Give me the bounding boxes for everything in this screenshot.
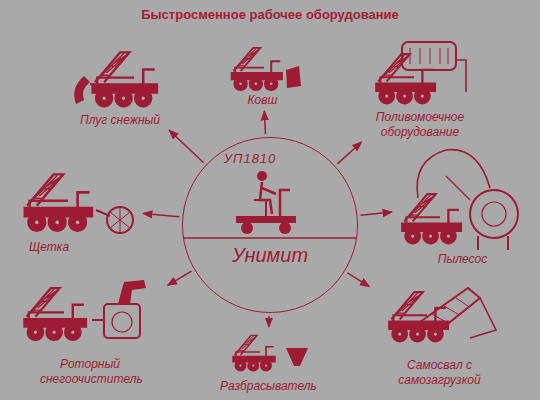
attachment-item: Роторный снегоочиститель: [15, 275, 165, 387]
drawing-part: [470, 190, 518, 238]
drawing-part: [104, 304, 140, 338]
attachment-label: Роторный снегоочиститель: [40, 357, 140, 387]
attachment-label: Пылесос: [438, 252, 488, 267]
drawing-part: [402, 194, 461, 243]
drawing-part: [286, 66, 301, 88]
drawing-part: [254, 200, 266, 216]
arrow-connector: [360, 212, 392, 215]
drawing-part: [470, 298, 496, 338]
arrow-connector: [169, 130, 204, 163]
attachment-label: Разбрасыватель: [220, 379, 317, 394]
attachment-item: Щетка: [15, 160, 140, 255]
brand-name: Унимит: [183, 243, 357, 267]
drawing-part: [25, 174, 92, 230]
drawing-part: [233, 336, 275, 371]
drawing-part: [183, 237, 357, 239]
attachment-item: Плуг снежный: [60, 40, 180, 128]
attachment-label: Поливомоечное оборудование: [364, 110, 476, 140]
attachment-item: Поливомоечное оборудование: [355, 38, 485, 140]
drawing-part: [279, 222, 291, 234]
drawing-part: [417, 150, 490, 198]
drawing-part: [286, 348, 308, 366]
drawing-part: [24, 288, 86, 340]
attachment-label: Плуг снежный: [80, 113, 160, 128]
drawing-part: [236, 216, 296, 223]
attachment-item: Разбрасыватель: [218, 330, 319, 394]
diagram-title: Быстросменное рабочее оборудование: [0, 7, 540, 22]
drawing-part: [402, 42, 456, 70]
arrow-connector: [337, 142, 361, 164]
drawing-part: [456, 60, 466, 92]
attachment-label: Самосвал с самозагрузкой: [384, 358, 496, 388]
drawing-part: [410, 48, 448, 64]
drawing-part: [420, 288, 480, 330]
arrow-connector: [143, 213, 179, 216]
drawing-part: [389, 292, 448, 341]
attachment-label: Ковш: [248, 93, 278, 108]
model-code: УП1810: [163, 151, 337, 167]
drawing-part: [446, 176, 470, 200]
attachment-item: Ковш: [220, 40, 305, 108]
drawing-part: [74, 76, 90, 104]
drawing-part: [257, 171, 267, 181]
arrow-connector: [168, 271, 192, 285]
drawing-part: [118, 280, 146, 304]
attachment-item: Пылесос: [395, 142, 530, 267]
drawing-part: [92, 319, 104, 321]
drawing-part: [478, 236, 508, 250]
drawing-part: [482, 202, 506, 226]
drawing-part: [107, 207, 133, 233]
attachment-item: Самосвал с самозагрузкой: [372, 272, 507, 388]
drawing-part: [241, 222, 253, 234]
attachment-drawings: [24, 42, 518, 371]
arrow-connector: [264, 111, 265, 134]
drawing-part: [232, 48, 282, 90]
drawing-part: [93, 52, 157, 106]
drawing-part: [376, 54, 435, 103]
attachment-label: Щетка: [29, 240, 69, 255]
arrow-connector: [347, 273, 369, 287]
drawing-part: [90, 84, 96, 86]
drawing-part: [110, 207, 130, 233]
hub-circle: УП1810Унимит: [182, 137, 358, 313]
arrow-connector: [268, 316, 270, 327]
drawing-part: [112, 312, 132, 332]
drawing-part: [432, 298, 468, 322]
